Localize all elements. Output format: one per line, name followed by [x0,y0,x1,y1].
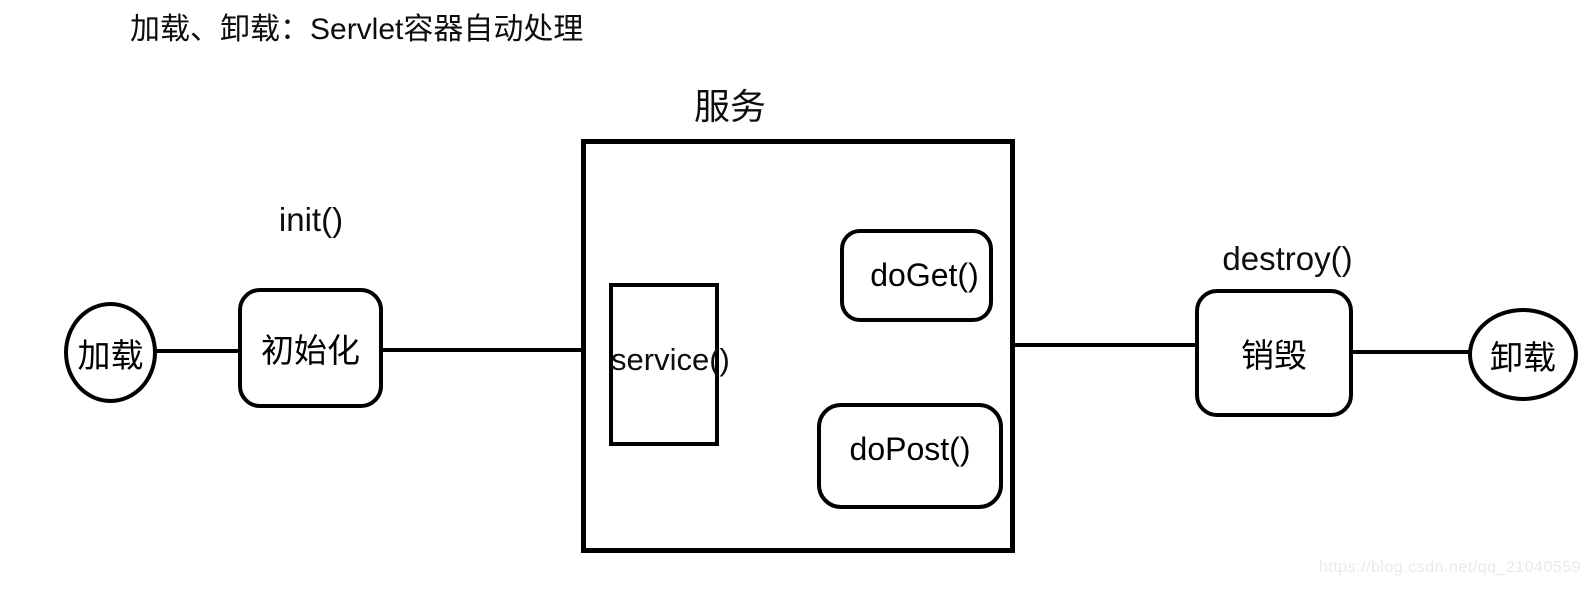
diagram-title: 加载、卸载：Servlet容器自动处理 [130,13,584,46]
init-node-label: 初始化 [261,332,360,369]
unload-node: 卸载 [1468,308,1578,401]
init-method-label: init() [278,201,344,238]
destroy-node-label: 销毁 [1241,337,1307,374]
load-node: 加载 [64,302,157,403]
dopost-node-label: doPost() [849,430,971,467]
doget-node-label: doGet() [870,257,979,293]
service-method-box [609,283,719,446]
doget-node: doGet() [840,229,993,322]
load-node-label: 加载 [77,336,144,374]
service-container-label: 服务 [693,86,766,127]
destroy-method-label: destroy() [1222,240,1353,277]
destroy-node: 销毁 [1195,289,1353,417]
watermark-text: https://blog.csdn.net/qq_21040559 [1318,559,1581,576]
dopost-node: doPost() [817,403,1003,509]
init-node: 初始化 [238,288,383,408]
service-method-label: service() [611,342,730,377]
unload-node-label: 卸载 [1490,338,1556,376]
